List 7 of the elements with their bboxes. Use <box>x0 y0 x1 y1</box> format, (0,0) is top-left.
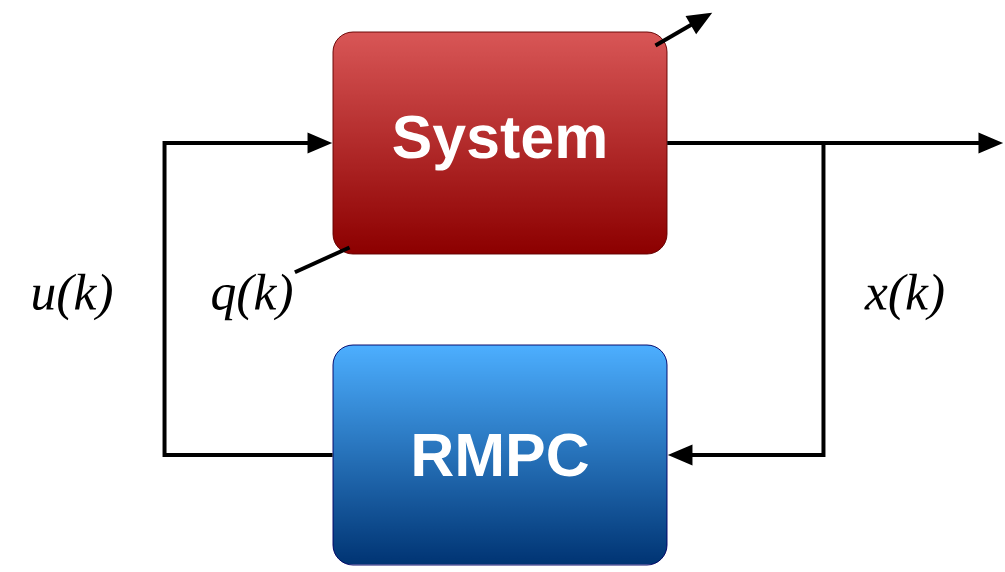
signal-label: q(k) <box>212 273 292 321</box>
process-box: System <box>332 31 668 255</box>
arrow <box>162 132 333 457</box>
connector-line <box>294 245 351 275</box>
edge-label: x(k) <box>864 273 944 321</box>
controller-box: RMPC <box>332 344 668 566</box>
edge-label: u(k) <box>33 273 112 321</box>
